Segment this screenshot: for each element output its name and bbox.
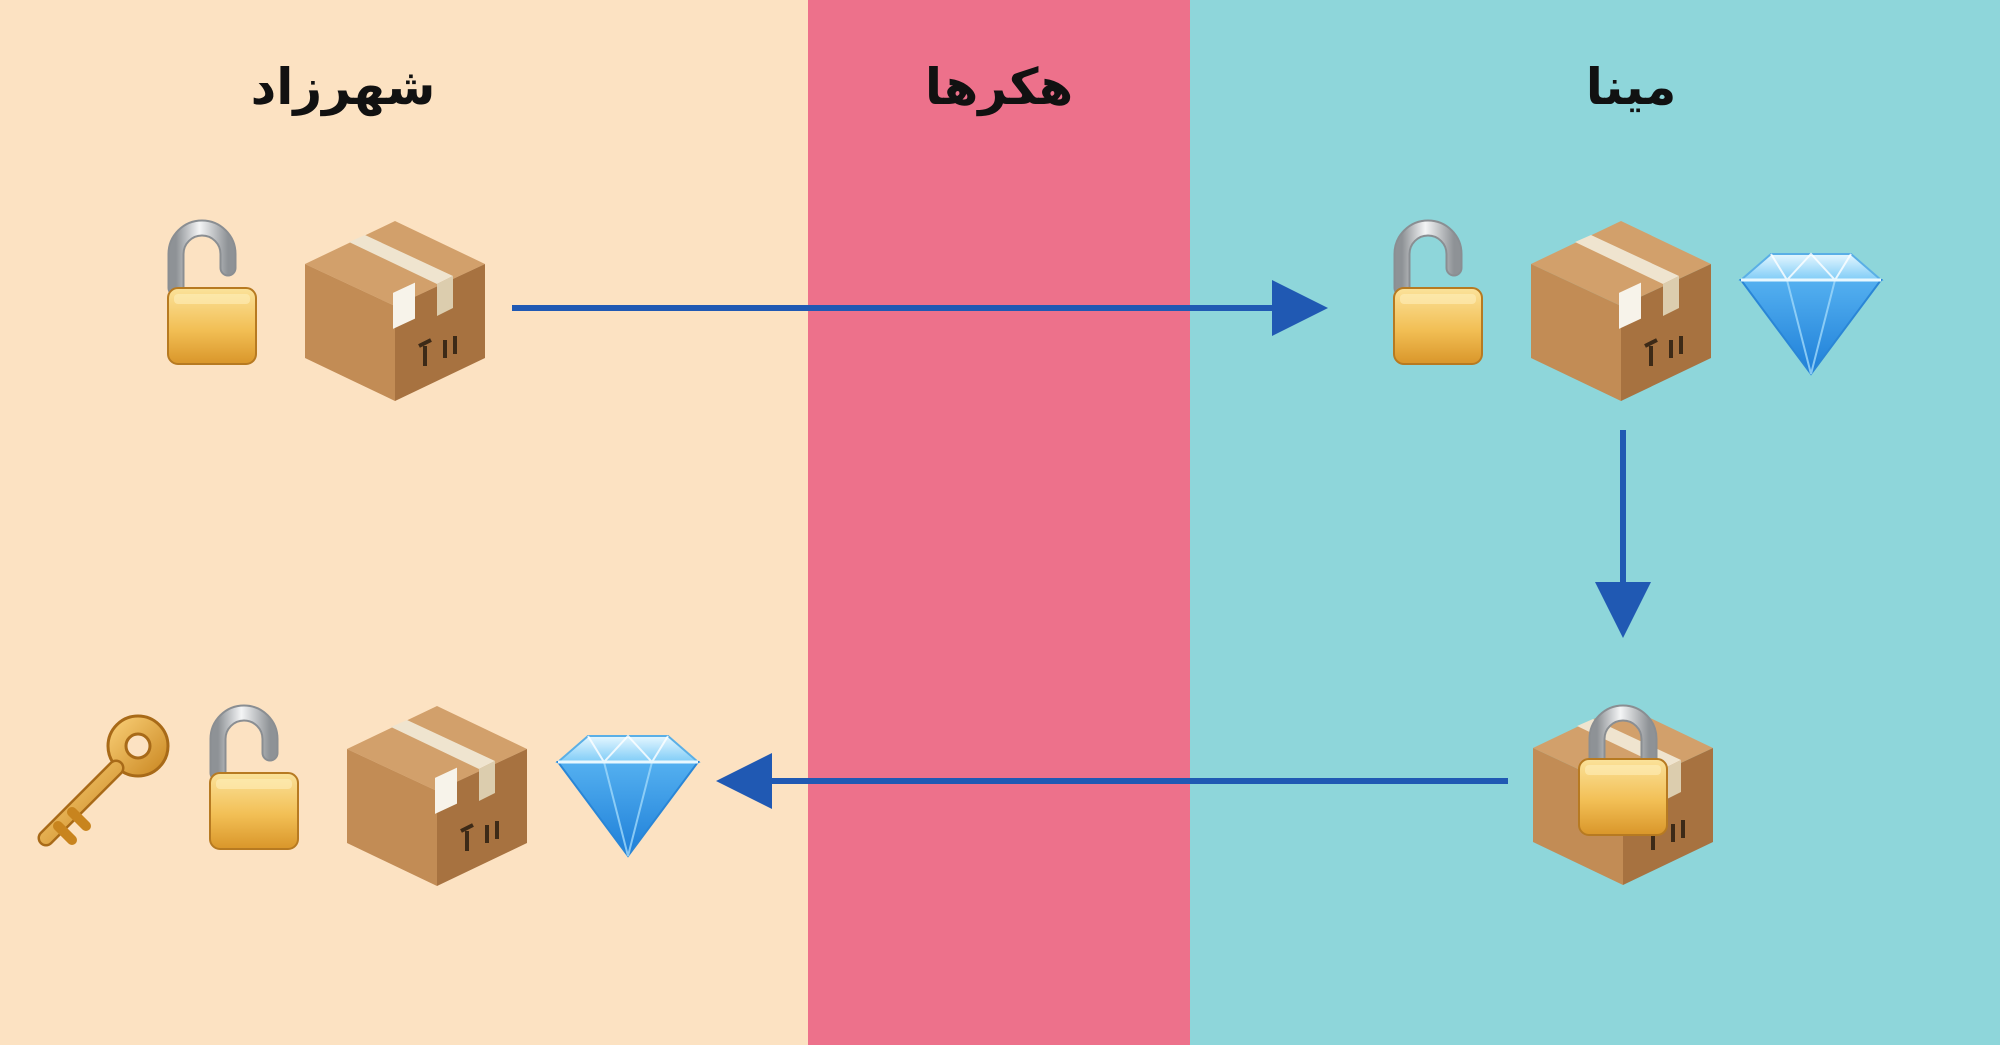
column-title-mina: مینا — [1585, 58, 1677, 116]
arrow-return-locked-box — [716, 753, 1508, 809]
arrow-send-open-box — [512, 280, 1328, 336]
background-hackers — [808, 0, 1190, 1045]
background-mina — [1190, 0, 2000, 1045]
background-shahrzad — [0, 0, 808, 1045]
column-title-shahrzad: شهرزاد — [250, 58, 436, 116]
arrow-lock-box — [1595, 430, 1651, 638]
column-title-hackers: هکرها — [924, 58, 1074, 116]
